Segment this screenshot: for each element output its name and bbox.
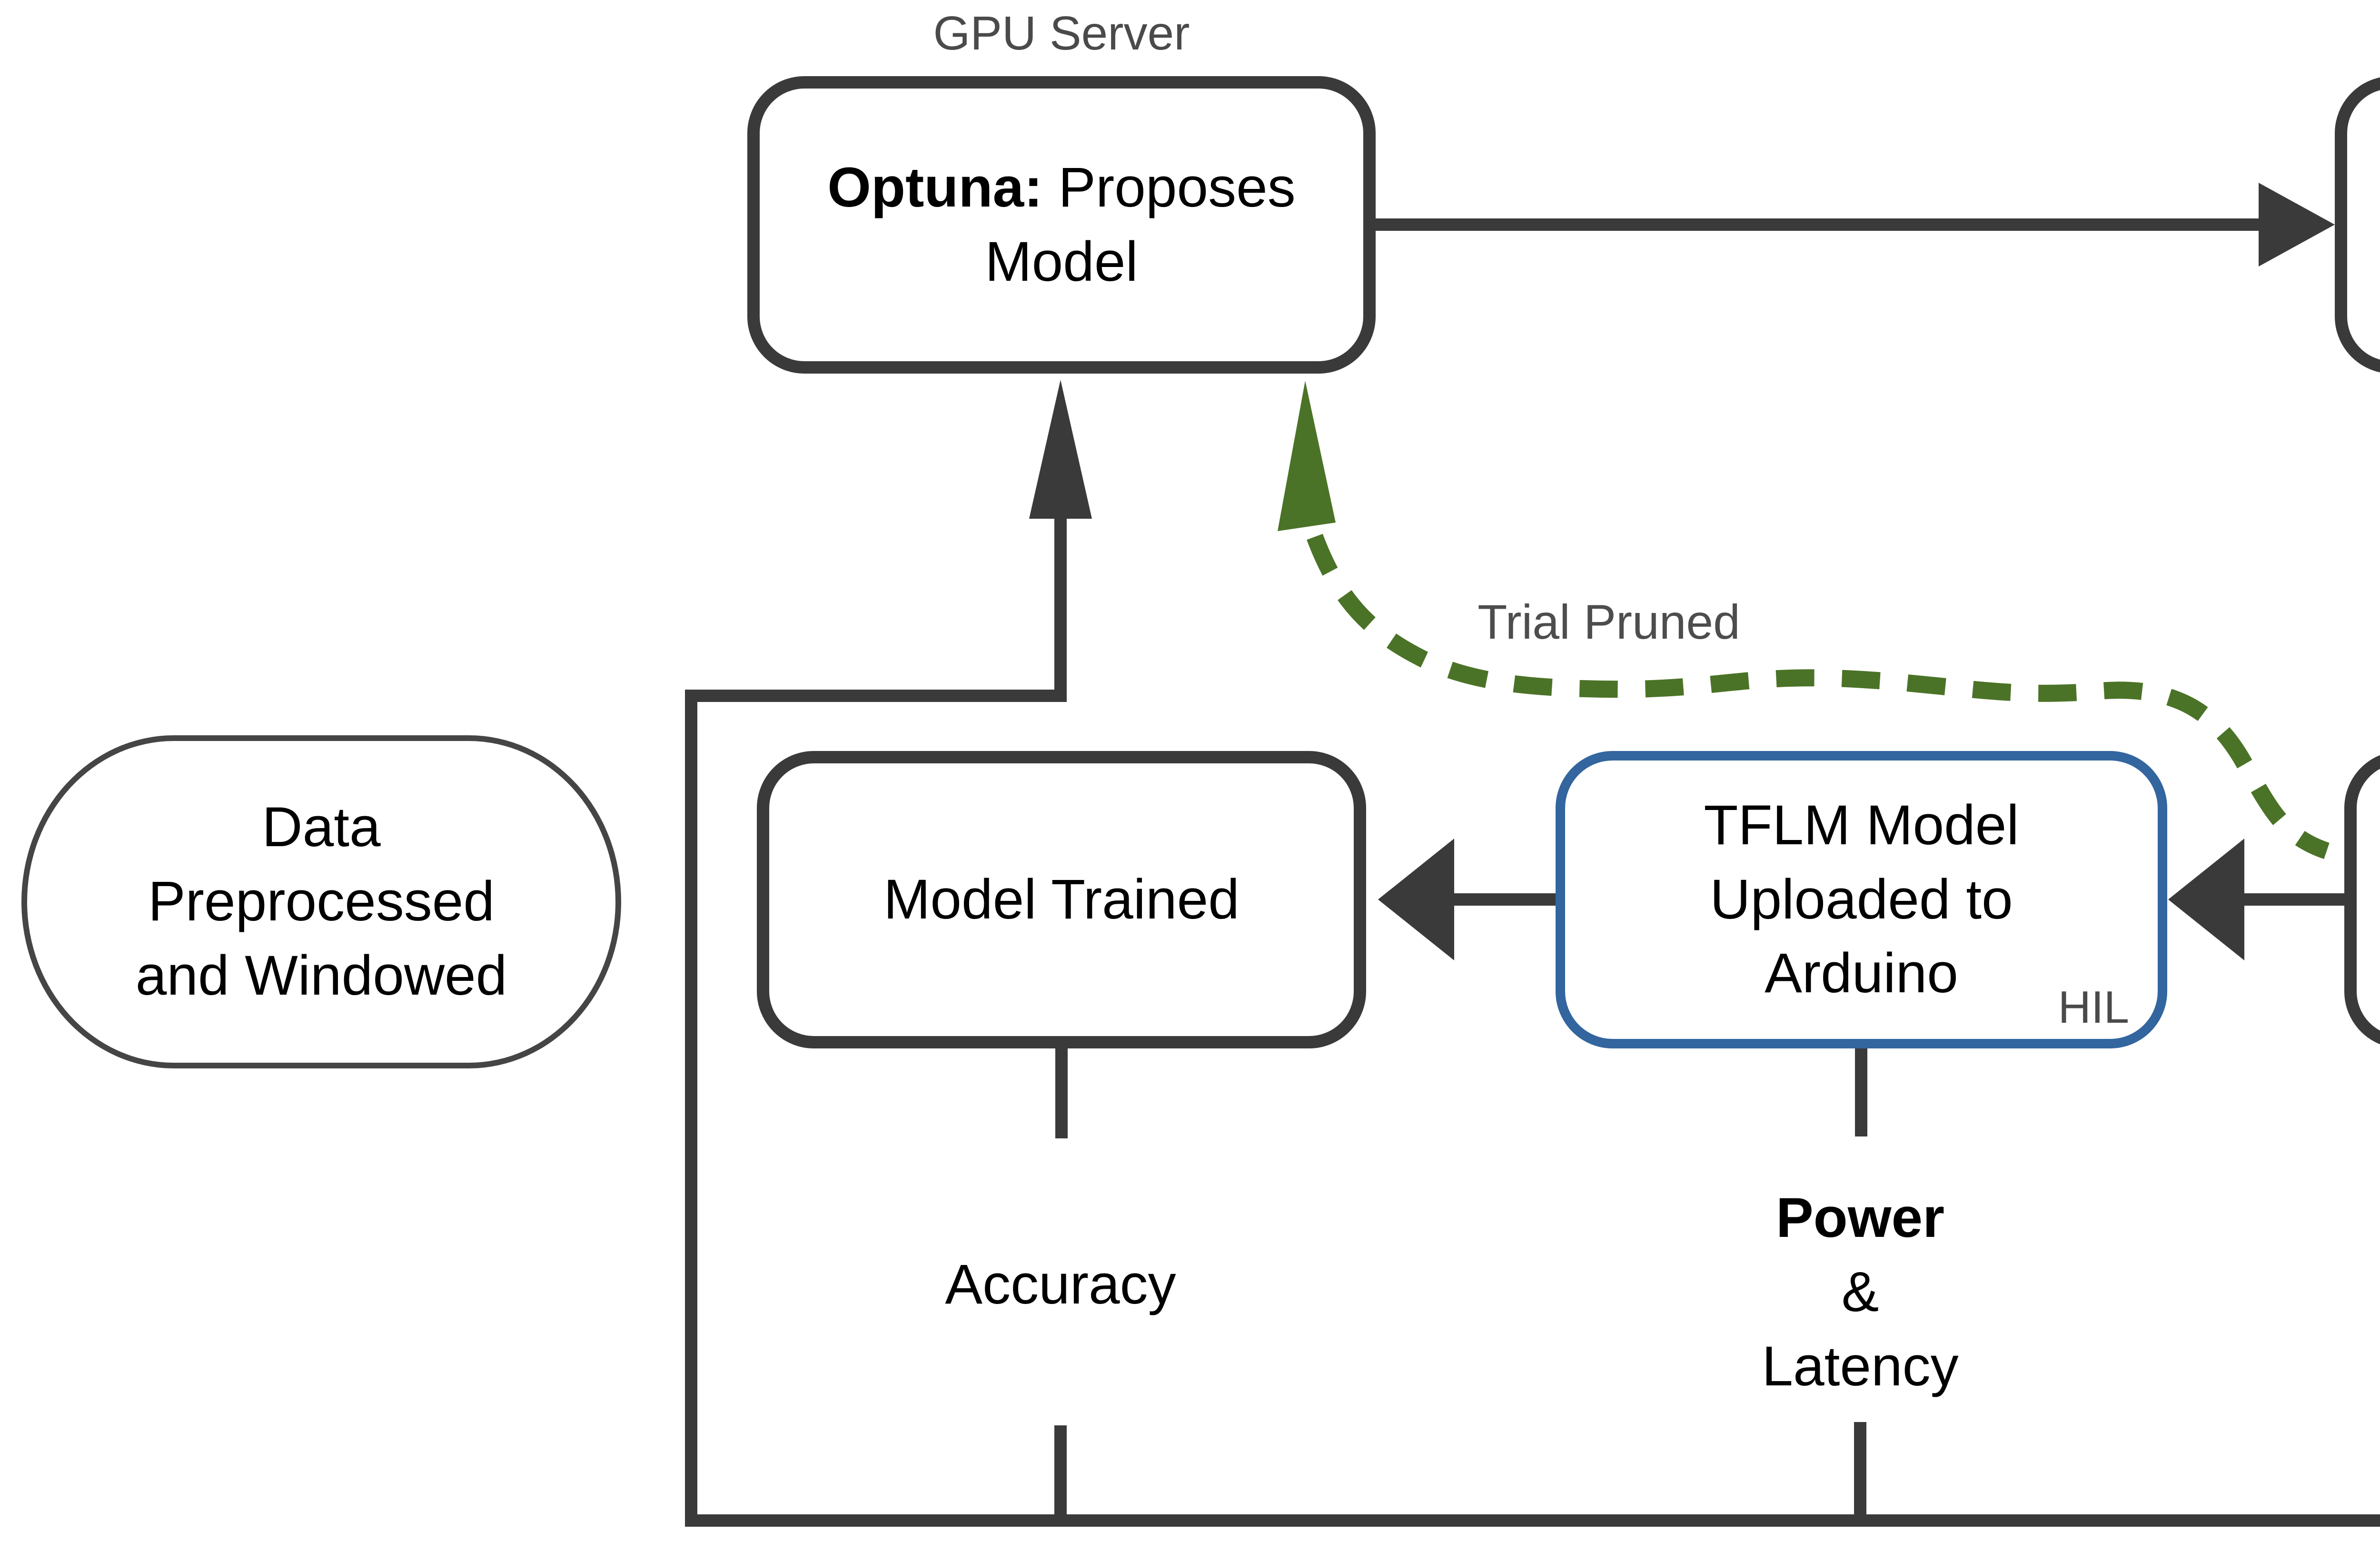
arrow-compiled-to-uploaded [2168,839,2344,960]
trial-pruned-arrow [1278,381,2330,859]
node-model-trained: Model Trained [757,751,1366,1048]
node-model-compiled: TFLM Model Compiled by Arduino-CLI [2344,751,2380,1048]
node-data-preprocessed: Data Preprocessed and Windowed [21,735,621,1068]
arrow-uploaded-to-trained [1378,839,1556,960]
bottom-bus [685,1048,2380,1527]
hil-label: HIL [2058,982,2129,1033]
power-latency-label: Power & Latency [1762,1186,1959,1398]
optuna-line2-text: Model [985,230,1138,293]
node-optuna-label: Optuna: Proposes Model [827,151,1296,299]
feedback-line-to-optuna [685,380,1092,1521]
arrow-optuna-to-translated [1376,183,2335,267]
node-model-trained-label: Model Trained [883,868,1240,931]
optuna-bold-text: Optuna: [827,156,1043,219]
node-model-uploaded-label: TFLM Model Uploaded to Arduino [1704,793,2019,1005]
trial-pruned-label: Trial Pruned [1478,595,1740,649]
gpu-server-label: GPU Server [933,7,1190,60]
node-data-preprocessed-label: Data Preprocessed and Windowed [135,796,507,1007]
node-model-uploaded: TFLM Model Uploaded to Arduino HIL [1556,751,2167,1048]
accuracy-label: Accuracy [945,1253,1176,1316]
power-bold-text: Power [1775,1186,1945,1249]
node-optuna: Optuna: Proposes Model [747,76,1376,374]
optuna-rest-text: Proposes [1042,156,1296,219]
node-model-translated: Model translated into TFLM [2335,76,2380,374]
